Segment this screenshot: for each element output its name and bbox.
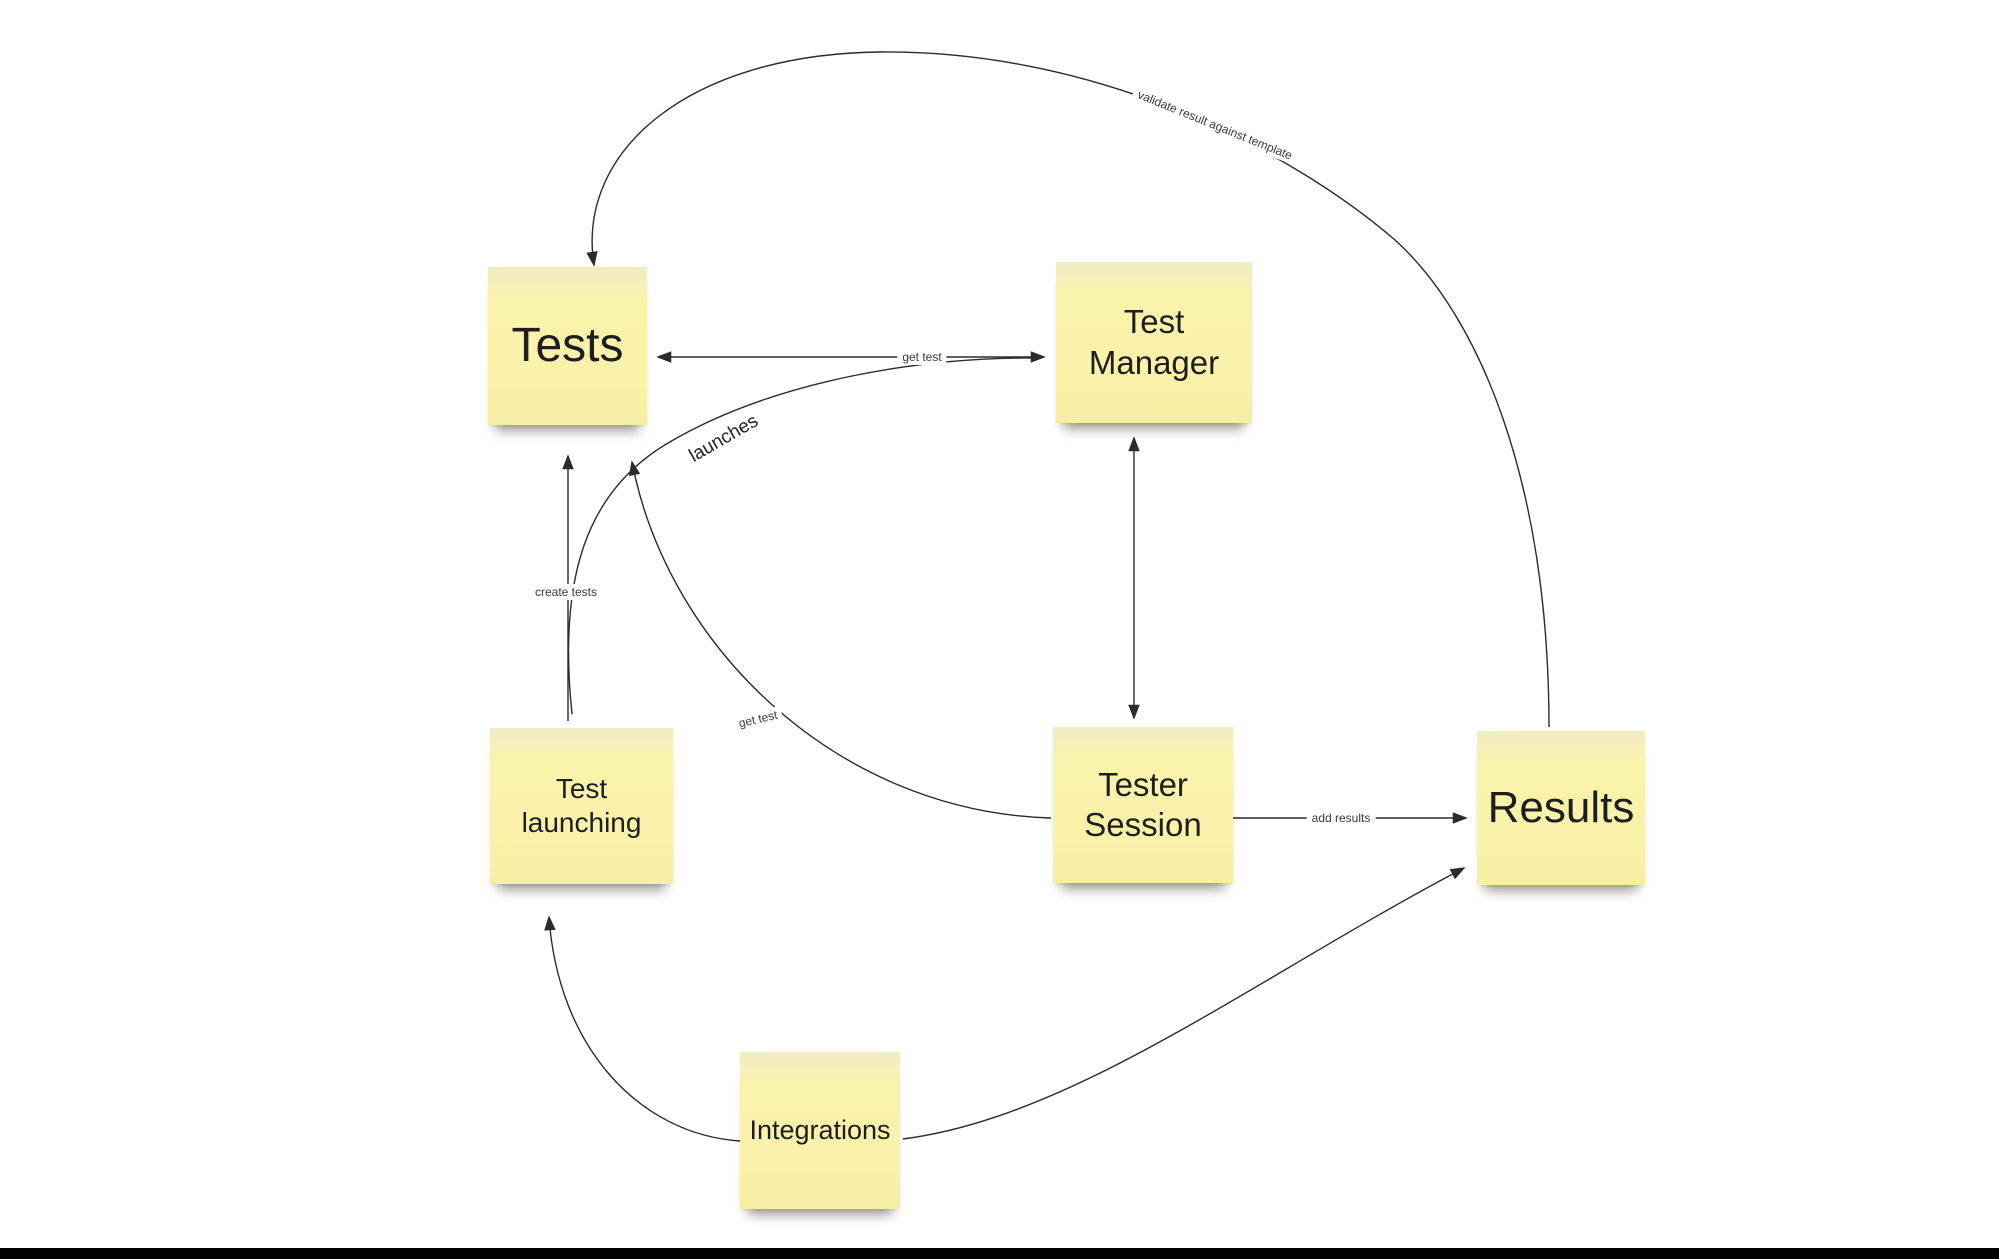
note-test-launching[interactable]: Test launching — [490, 728, 673, 884]
edge-testersession-tests-get-test[interactable] — [628, 460, 1052, 819]
note-results[interactable]: Results — [1477, 731, 1645, 885]
note-test-launching-label: Test launching — [521, 772, 642, 838]
edge-integrations-testlaunching[interactable] — [544, 915, 741, 1142]
note-tests-label: Tests — [511, 318, 624, 372]
note-integrations-label: Integrations — [749, 1115, 891, 1146]
edge-label-create-tests[interactable]: create tests — [529, 584, 603, 600]
edge-integrations-results[interactable] — [902, 867, 1466, 1140]
note-tester-session[interactable]: Tester Session — [1053, 727, 1233, 883]
note-tests[interactable]: Tests — [488, 267, 647, 425]
edge-label-get-test-top[interactable]: get test — [897, 349, 947, 365]
note-tester-session-label: Tester Session — [1084, 765, 1202, 843]
note-test-manager-label: Test Manager — [1088, 303, 1220, 381]
note-results-label: Results — [1487, 783, 1635, 833]
edge-label-add-results[interactable]: add results — [1306, 810, 1376, 826]
note-test-manager[interactable]: Test Manager — [1056, 262, 1252, 423]
bottom-black-bar — [0, 1248, 1999, 1259]
note-integrations[interactable]: Integrations — [740, 1052, 900, 1209]
